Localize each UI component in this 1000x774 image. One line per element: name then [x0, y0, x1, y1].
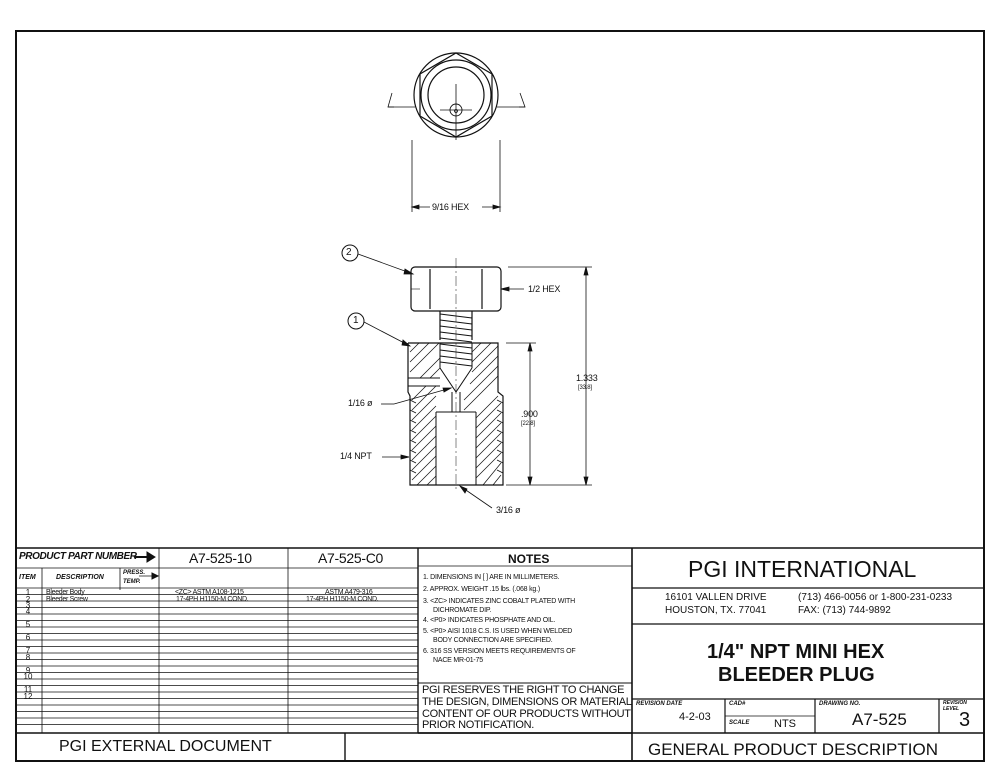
item-column-header: ITEM: [19, 574, 36, 581]
reserve-notice-line-4: PRIOR NOTIFICATION.: [422, 719, 535, 731]
material-cell-b: ASTM A479-316: [325, 589, 373, 596]
note-4: 4. <P0> INDICATES PHOSPHATE AND OIL.: [423, 617, 556, 624]
fax-number: FAX: (713) 744-9892: [798, 605, 891, 616]
item-number: 12: [23, 692, 33, 701]
item-number: 7: [25, 646, 31, 655]
notes-title: NOTES: [508, 552, 550, 566]
revision-level-label: REVISION: [943, 700, 967, 706]
thread-label: 1/4 NPT: [340, 451, 372, 461]
address-line-1: 16101 VALLEN DRIVE: [665, 592, 767, 603]
material-cell-b: 17-4PH H1150-M COND.: [306, 596, 379, 603]
product-title-line-2: BLEEDER PLUG: [718, 664, 875, 686]
note-5: 5. <P0> AISI 1018 C.S. IS USED WHEN WELD…: [423, 628, 573, 635]
description-cell: Bleeder Screw: [46, 596, 88, 603]
general-product-description-label: GENERAL PRODUCT DESCRIPTION: [648, 740, 938, 759]
balloon-1-number: 1: [353, 315, 359, 326]
item-number: 3: [25, 601, 31, 610]
note-6: 6. 316 SS VERSION MEETS REQUIREMENTS OF: [423, 648, 576, 655]
note-1: 1. DIMENSIONS IN [ ] ARE IN MILLIMETERS.: [423, 574, 560, 581]
item-number: 5: [25, 620, 31, 629]
drawing-number-value: A7-525: [852, 710, 907, 729]
material-cell-a: 17-4PH H1150-M COND.: [176, 596, 249, 603]
phone-number: (713) 466-0056 or 1-800-231-0233: [798, 592, 952, 603]
address-line-2: HOUSTON, TX. 77041: [665, 605, 767, 616]
balloon-2-number: 2: [346, 247, 352, 258]
description-cell: Bleeder Body: [46, 589, 85, 596]
revision-level-value: 3: [959, 709, 971, 731]
company-name: PGI INTERNATIONAL: [688, 556, 917, 582]
product-part-number-label: PRODUCT PART NUMBER: [19, 551, 137, 562]
revision-date-value: 4-2-03: [679, 711, 711, 723]
overall-height-mm: [33.8]: [578, 385, 592, 391]
note-5-continued: BODY CONNECTION ARE SPECIFIED.: [433, 637, 553, 644]
body-length-mm: [22.8]: [521, 421, 535, 427]
part-number-b: A7-525-C0: [318, 550, 384, 566]
bore-diameter-label: 3/16 ø: [496, 505, 521, 515]
reserve-notice-line-2: THE DESIGN, DIMENSIONS OR MATERIAL: [422, 696, 632, 708]
note-3: 3. <ZC> INDICATES ZINC COBALT PLATED WIT…: [423, 598, 575, 605]
item-number: 1: [25, 588, 31, 597]
description-column-header: DESCRIPTION: [56, 574, 104, 581]
drawing-number-label: DRAWING NO.: [819, 701, 861, 707]
hole-diameter-label: 1/16 ø: [348, 398, 373, 408]
press-column-header: PRESS.: [123, 570, 146, 576]
hex-top-label: 9/16 HEX: [432, 202, 469, 212]
body-length-dimension: .900: [521, 409, 538, 419]
scale-label: SCALE: [729, 720, 750, 726]
revision-date-label: REVISION DATE: [636, 701, 683, 707]
note-2: 2. APPROX. WEIGHT .15 lbs. (.068 kg.): [423, 586, 540, 593]
product-title-line-1: 1/4" NPT MINI HEX: [707, 641, 885, 663]
reserve-notice-line-3: CONTENT OF OUR PRODUCTS WITHOUT: [422, 708, 631, 720]
item-number: 11: [23, 685, 33, 694]
item-number: 6: [25, 633, 31, 642]
note-3-continued: DICHROMATE DIP.: [433, 607, 492, 614]
item-number: 8: [25, 653, 31, 662]
external-document-label: PGI EXTERNAL DOCUMENT: [59, 738, 272, 755]
revision-level-label: LEVEL: [943, 706, 960, 712]
note-6-continued: NACE MR-01-75: [433, 657, 483, 664]
scale-value: NTS: [774, 718, 796, 730]
reserve-notice-line-1: PGI RESERVES THE RIGHT TO CHANGE: [422, 684, 625, 696]
material-cell-a: <ZC> ASTM A108-1215: [175, 589, 244, 596]
cad-number-label: CAD#: [729, 701, 746, 707]
hex-side-label: 1/2 HEX: [528, 284, 561, 294]
item-number: 10: [23, 672, 33, 681]
item-number: 4: [25, 607, 31, 616]
item-number: 9: [25, 666, 31, 675]
temp-column-header: TEMP.: [123, 579, 141, 585]
item-number: 2: [25, 595, 31, 604]
part-number-a: A7-525-10: [189, 550, 252, 566]
overall-height-dimension: 1.333: [576, 373, 598, 383]
